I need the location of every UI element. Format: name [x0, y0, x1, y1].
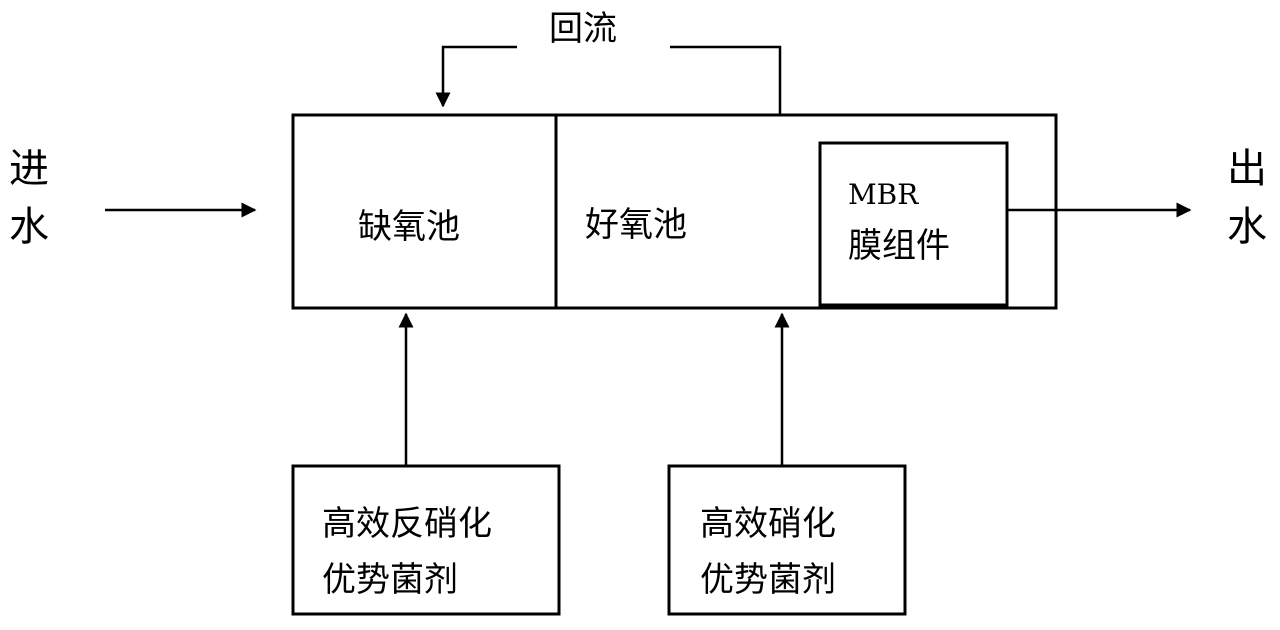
- agent-box-left: [291, 464, 561, 616]
- agent-right-line1: 高效硝化: [700, 504, 836, 544]
- mbr-label: MBR 膜组件: [848, 172, 950, 274]
- inflow-label: 进 水: [4, 140, 54, 256]
- outflow-label-line2: 水: [1227, 204, 1267, 250]
- agent-box-right: [667, 464, 907, 616]
- outflow-label: 出 水: [1222, 140, 1272, 256]
- mbr-label-line2: 膜组件: [848, 226, 950, 267]
- reflux-line-left: [435, 45, 517, 108]
- agent-left-line1: 高效反硝化: [322, 504, 492, 544]
- outflow-label-line1: 出: [1227, 146, 1267, 192]
- reflux-label: 回流: [549, 9, 617, 49]
- mbr-label-line1: MBR: [848, 178, 919, 211]
- agent-left-line2: 优势菌剂: [322, 560, 458, 601]
- main-tank-outline: [291, 113, 1058, 310]
- agent-right-label: 高效硝化 优势菌剂: [700, 496, 836, 608]
- agent-left-label: 高效反硝化 优势菌剂: [322, 496, 492, 608]
- agent-right-line2: 优势菌剂: [700, 560, 836, 601]
- aerobic-tank-label: 好氧池: [585, 205, 687, 245]
- inflow-label-line2: 水: [9, 204, 49, 250]
- mbr-module-box: [818, 141, 1009, 307]
- inflow-label-line1: 进: [9, 146, 49, 192]
- anoxic-tank-label: 缺氧池: [358, 207, 460, 247]
- reflux-line-right: [670, 45, 782, 115]
